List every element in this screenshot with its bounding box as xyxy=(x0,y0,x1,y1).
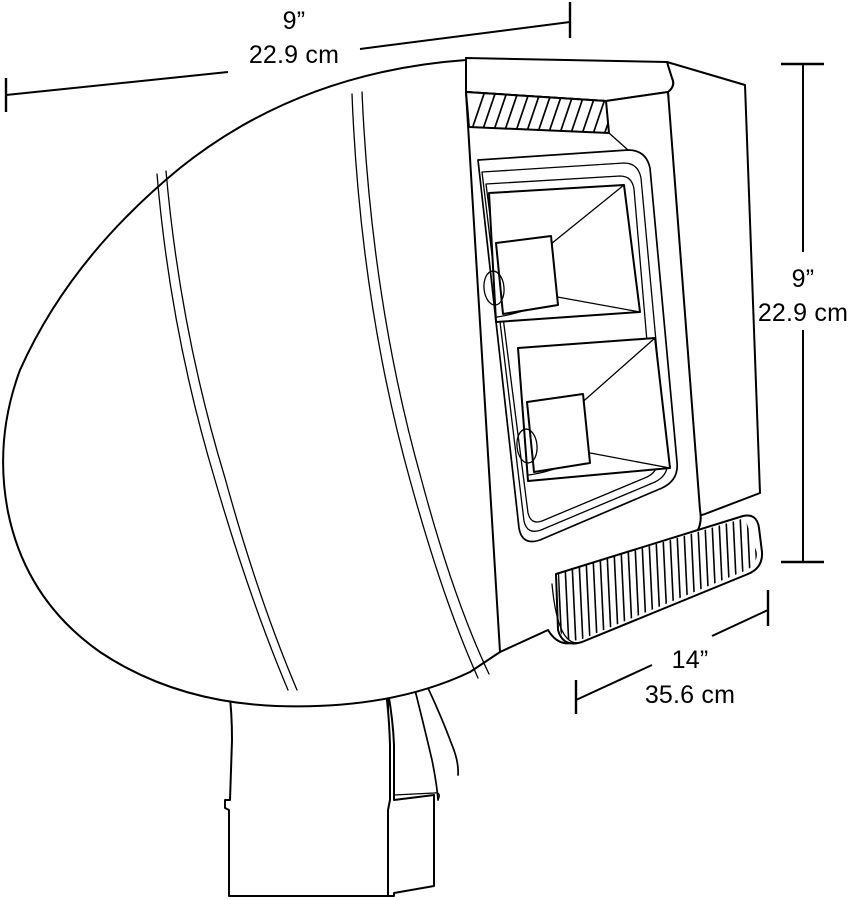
width-dim-left-leader xyxy=(5,71,229,96)
top-heat-sink-fins xyxy=(465,91,629,151)
width-dimension: 9” 22.9 cm xyxy=(4,2,572,112)
housing-seam-outer-a xyxy=(156,173,289,691)
depth-dimension: 14” 35.6 cm xyxy=(574,590,770,714)
optic-frame-mid xyxy=(481,162,668,532)
housing-seam-outer-b xyxy=(165,170,298,691)
dome-housing-body xyxy=(2,57,521,708)
depth-dim-inches-label: 14” xyxy=(672,646,709,674)
upper-led-lens xyxy=(483,270,505,306)
top-fin-shelf xyxy=(468,126,629,151)
depth-dim-metric-label: 35.6 cm xyxy=(645,681,735,709)
height-dim-metric-label: 22.9 cm xyxy=(758,299,848,327)
mounting-stem-body xyxy=(224,689,391,897)
mounting-knuckle-stem xyxy=(224,687,459,897)
upper-led-reflector xyxy=(483,184,641,323)
height-dim-inches-label: 9” xyxy=(792,265,815,293)
housing-seams xyxy=(156,91,490,691)
housing-seam-inner-a xyxy=(351,93,479,679)
lower-led-reflector xyxy=(516,337,671,482)
bottom-fin-housing xyxy=(555,514,764,645)
upper-led-chip-block xyxy=(495,235,559,315)
mounting-stem-right-panel xyxy=(387,691,435,897)
mounting-knuckle-step xyxy=(393,792,440,801)
face-bottom-edge xyxy=(499,629,549,653)
width-dim-metric-label: 22.9 cm xyxy=(249,41,339,69)
dome-housing xyxy=(2,57,521,708)
mounting-arm-outer-curve xyxy=(427,687,459,776)
optic-frame-outer xyxy=(477,149,679,543)
width-dim-right-leader xyxy=(359,21,571,50)
depth-dim-left-leader xyxy=(575,664,653,701)
housing-seam-inner-b xyxy=(361,91,490,675)
height-dimension: 9” 22.9 cm xyxy=(758,62,848,564)
depth-dim-right-leader xyxy=(711,609,769,637)
lower-led-chip-block xyxy=(526,393,591,473)
lower-led-lens xyxy=(516,428,538,464)
width-dim-inches-label: 9” xyxy=(283,7,306,35)
mounting-arm-inner-curve xyxy=(414,689,439,801)
bottom-fin-shelf xyxy=(551,583,583,644)
mounting-stem-notch xyxy=(224,799,231,811)
